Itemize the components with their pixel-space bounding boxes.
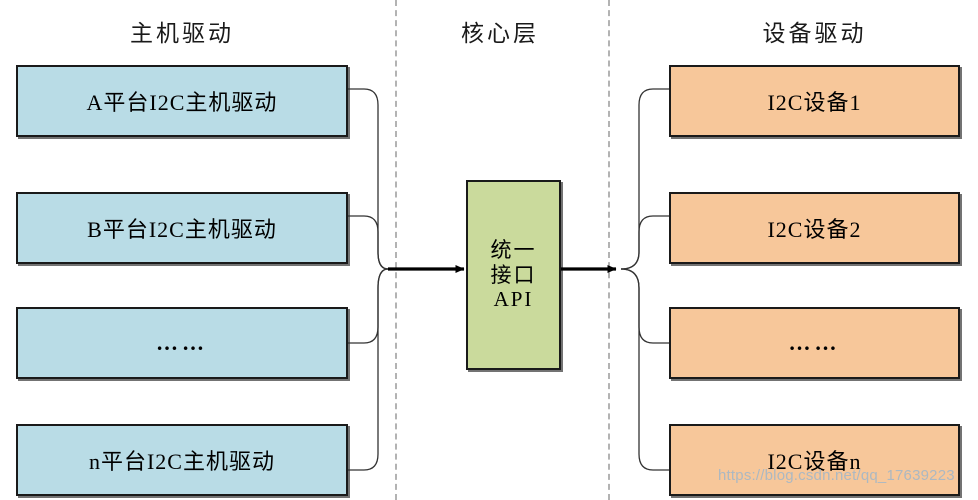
device-node-2[interactable]: I2C设备2: [669, 192, 960, 264]
watermark-text: https://blog.csdn.net/qq_17639223: [718, 467, 955, 484]
host-node-4[interactable]: n平台I2C主机驱动: [16, 424, 348, 496]
core-node-unified-api[interactable]: 统一 接口 API: [466, 180, 561, 370]
host-node-1[interactable]: A平台I2C主机驱动: [16, 65, 348, 137]
core-node-line-1: 统一: [490, 237, 537, 262]
host-bracket: [348, 88, 389, 471]
host-node-3[interactable]: ……: [16, 307, 348, 379]
device-bracket: [620, 88, 669, 471]
host-node-2-label: B平台I2C主机驱动: [87, 217, 277, 242]
device-node-1[interactable]: I2C设备1: [669, 65, 960, 137]
host-node-3-label: ……: [156, 330, 208, 355]
host-node-4-label: n平台I2C主机驱动: [88, 449, 275, 474]
host-node-1-label: A平台I2C主机驱动: [86, 90, 278, 115]
core-node-line-3: API: [493, 287, 534, 312]
device-node-3[interactable]: ……: [669, 307, 960, 379]
column-title-device: 设备驱动: [762, 21, 867, 46]
divider-host-core: [395, 0, 397, 500]
device-node-3-label: ……: [788, 330, 841, 355]
device-node-4-label: I2C设备n: [767, 449, 862, 474]
host-node-2[interactable]: B平台I2C主机驱动: [16, 192, 348, 264]
divider-core-device: [608, 0, 610, 500]
device-node-2-label: I2C设备2: [767, 217, 862, 242]
column-title-host: 主机驱动: [130, 21, 234, 46]
device-node-1-label: I2C设备1: [767, 90, 862, 115]
core-node-line-2: 接口: [490, 262, 537, 287]
column-title-core: 核心层: [461, 21, 539, 46]
device-node-4[interactable]: I2C设备n: [669, 424, 960, 496]
